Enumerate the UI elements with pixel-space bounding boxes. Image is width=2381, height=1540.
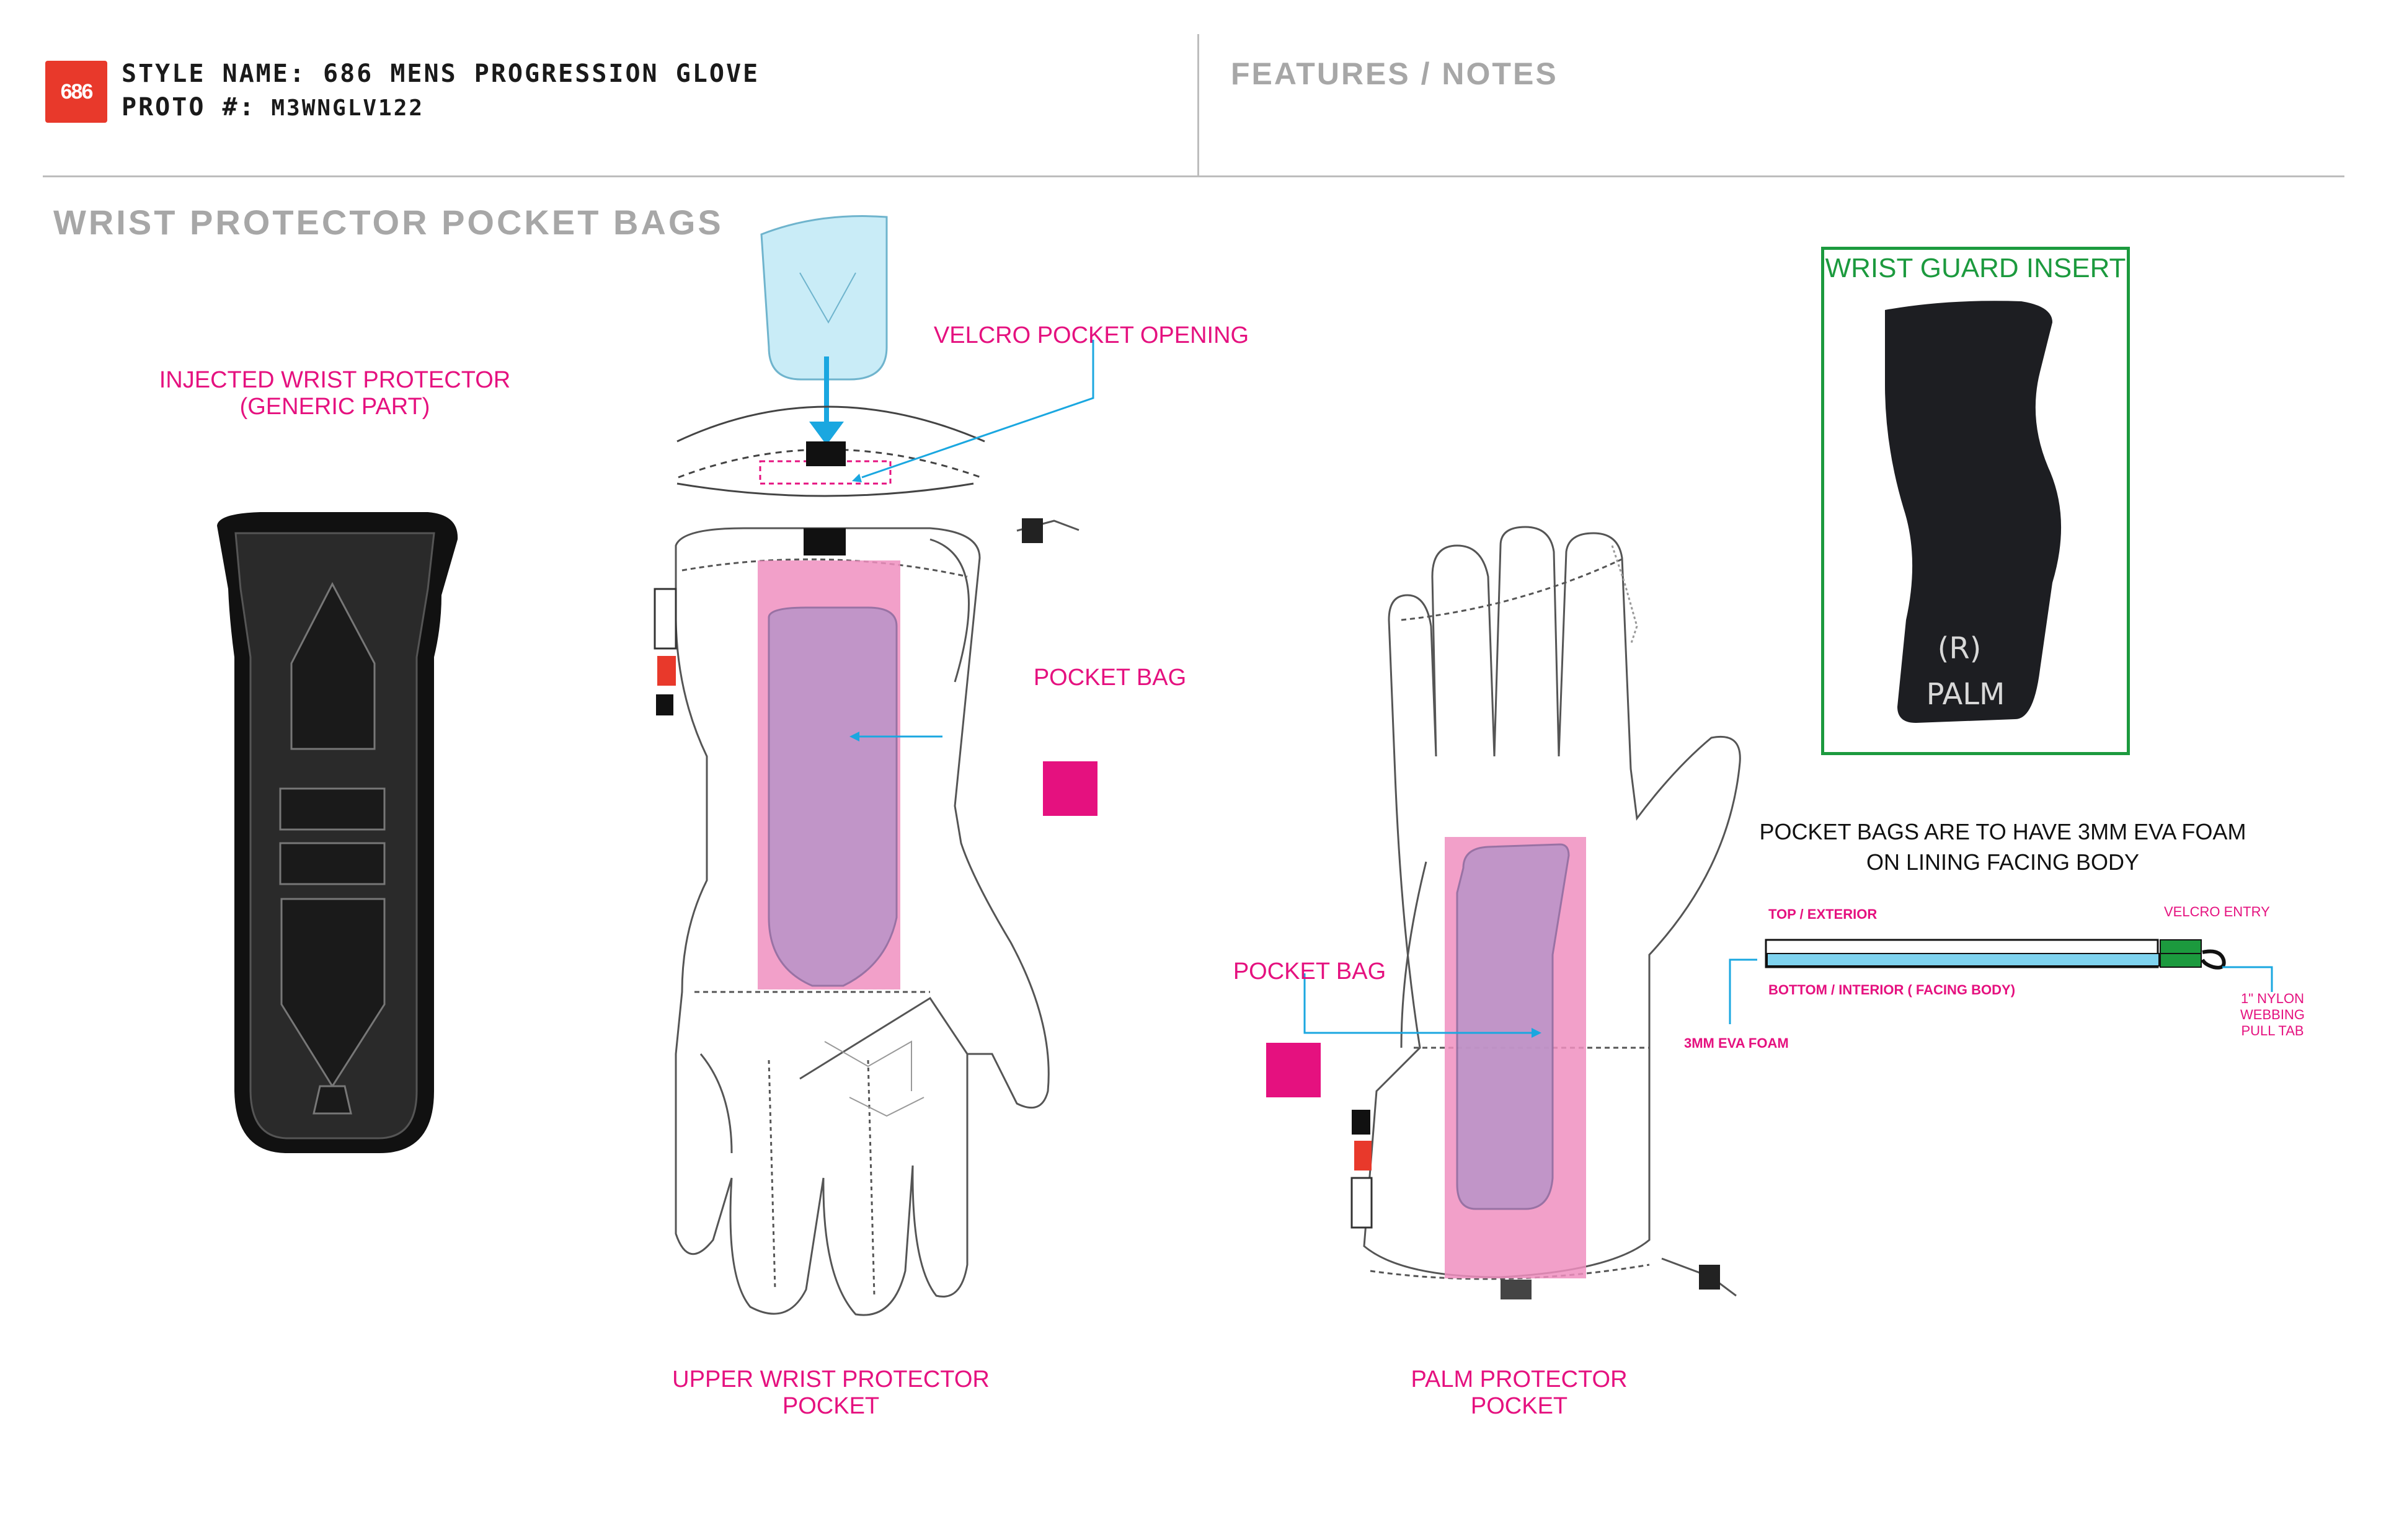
wrist-guard-insert-photo: (R) PALM [1885,301,2062,724]
nylon-webbing-label: 1" NYLON WEBBING PULL TAB [2207,991,2338,1039]
section-title: WRIST PROTECTOR POCKET BAGS [53,203,724,242]
palm-pocket-bag [1303,837,1586,1278]
features-notes-title: FEATURES / NOTES [1231,56,1558,91]
nylon-webbing-line2: PULL TAB [2241,1023,2304,1038]
bottom-interior-label: BOTTOM / INTERIOR ( FACING BODY) [1768,982,2016,998]
header-horizontal-divider [43,175,2344,177]
injected-wrist-protector-drawing [217,512,458,1153]
pocket-bag-swatch-palm [1266,1043,1321,1097]
upper-glove-drawing [654,518,1080,1316]
eva-foam-label: 3MM EVA FOAM [1684,1035,1789,1051]
nylon-webbing-line1: 1" NYLON WEBBING [2240,991,2305,1022]
style-name-label: STYLE NAME: [122,60,306,88]
eva-note-line2: ON LINING FACING BODY [1866,849,2140,875]
insert-handwriting-palm: PALM [1927,677,2005,712]
header-vertical-divider [1197,34,1199,175]
palm-glove-drawing [1350,526,1741,1299]
palm-caption-line2: POCKET [1470,1393,1568,1419]
velcro-leader-line [861,340,1094,479]
eva-note-line1: POCKET BAGS ARE TO HAVE 3MM EVA FOAM [1759,819,2246,844]
proto-number-value: M3WNGLV122 [271,95,425,121]
upper-caption-line1: UPPER WRIST PROTECTOR [672,1366,990,1392]
palm-caption-line1: PALM PROTECTOR [1411,1366,1628,1392]
velcro-pocket-opening-label: VELCRO POCKET OPENING [933,322,1249,348]
upper-pocket-bag [758,560,942,989]
cuff-opening-drawing [676,405,985,497]
pocket-bag-cross-section [1729,939,2273,1024]
brand-logo: 686 [45,61,107,123]
pocket-bag-swatch-upper [1043,761,1097,816]
top-exterior-label: TOP / EXTERIOR [1768,906,1878,922]
injected-protector-label-line1: INJECTED WRIST PROTECTOR [159,367,511,393]
injected-protector-label: INJECTED WRIST PROTECTOR (GENERIC PART) [143,367,527,420]
wrist-protector-insert-drawing [760,215,888,445]
velcro-entry-label: VELCRO ENTRY [2164,904,2270,919]
wrist-guard-insert-frame [1821,247,2130,755]
proto-number-label: PROTO #: [122,93,256,122]
insert-handwriting-r: (R) [1938,631,1982,666]
proto-number-line: PROTO #: M3WNGLV122 [122,93,424,122]
injected-protector-label-line2: (GENERIC PART) [239,394,430,420]
pocket-bag-upper-label: POCKET BAG [1033,665,1187,691]
upper-caption-line2: POCKET [782,1393,880,1419]
palm-protector-caption: PALM PROTECTOR POCKET [1333,1366,1705,1420]
pocket-bag-palm-label: POCKET BAG [1233,958,1386,985]
upper-wrist-protector-caption: UPPER WRIST PROTECTOR POCKET [639,1366,1023,1420]
style-name-line: STYLE NAME: 686 MENS PROGRESSION GLOVE [122,60,760,88]
style-name-value: 686 MENS PROGRESSION GLOVE [323,60,760,88]
wrist-guard-insert-title: WRIST GUARD INSERT [1825,253,2126,283]
eva-foam-note: POCKET BAGS ARE TO HAVE 3MM EVA FOAM ON … [1724,817,2282,877]
brand-logo-text: 686 [60,79,94,104]
